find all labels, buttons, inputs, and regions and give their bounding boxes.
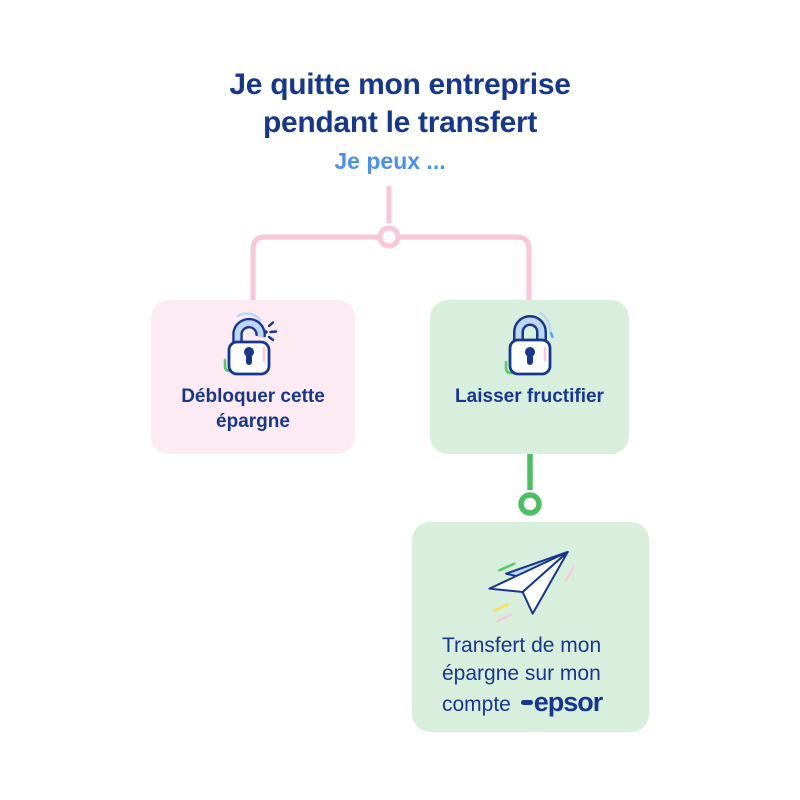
title-line-1: Je quitte mon entreprise: [229, 68, 571, 101]
closed-padlock-icon: [504, 311, 554, 376]
option-card-keep: Laisser fructifier: [430, 300, 629, 454]
page-title: Je quitte mon entreprise pendant le tran…: [0, 66, 800, 142]
paper-plane-icon: [487, 551, 575, 623]
subtitle: Je peux ...: [334, 148, 446, 174]
option-label-unlock: Débloquer cette épargne: [181, 386, 325, 432]
epsor-logo-dash: [520, 700, 533, 705]
outcome-card-transfer: Transfert de mon épargne sur mon compte …: [412, 522, 649, 732]
option-label-keep: Laisser fructifier: [455, 386, 604, 407]
outcome-text: Transfert de mon épargne sur mon compte …: [442, 634, 603, 717]
title-line-2: pendant le transfert: [262, 106, 538, 139]
open-padlock-icon: [223, 312, 278, 376]
outcome-line-3: compte epsor: [442, 687, 603, 717]
epsor-logo: epsor: [520, 687, 603, 717]
result-node-dot: [518, 492, 542, 516]
option-card-unlock: Débloquer cette épargne: [151, 300, 355, 454]
branch-node-dot: [377, 225, 401, 249]
